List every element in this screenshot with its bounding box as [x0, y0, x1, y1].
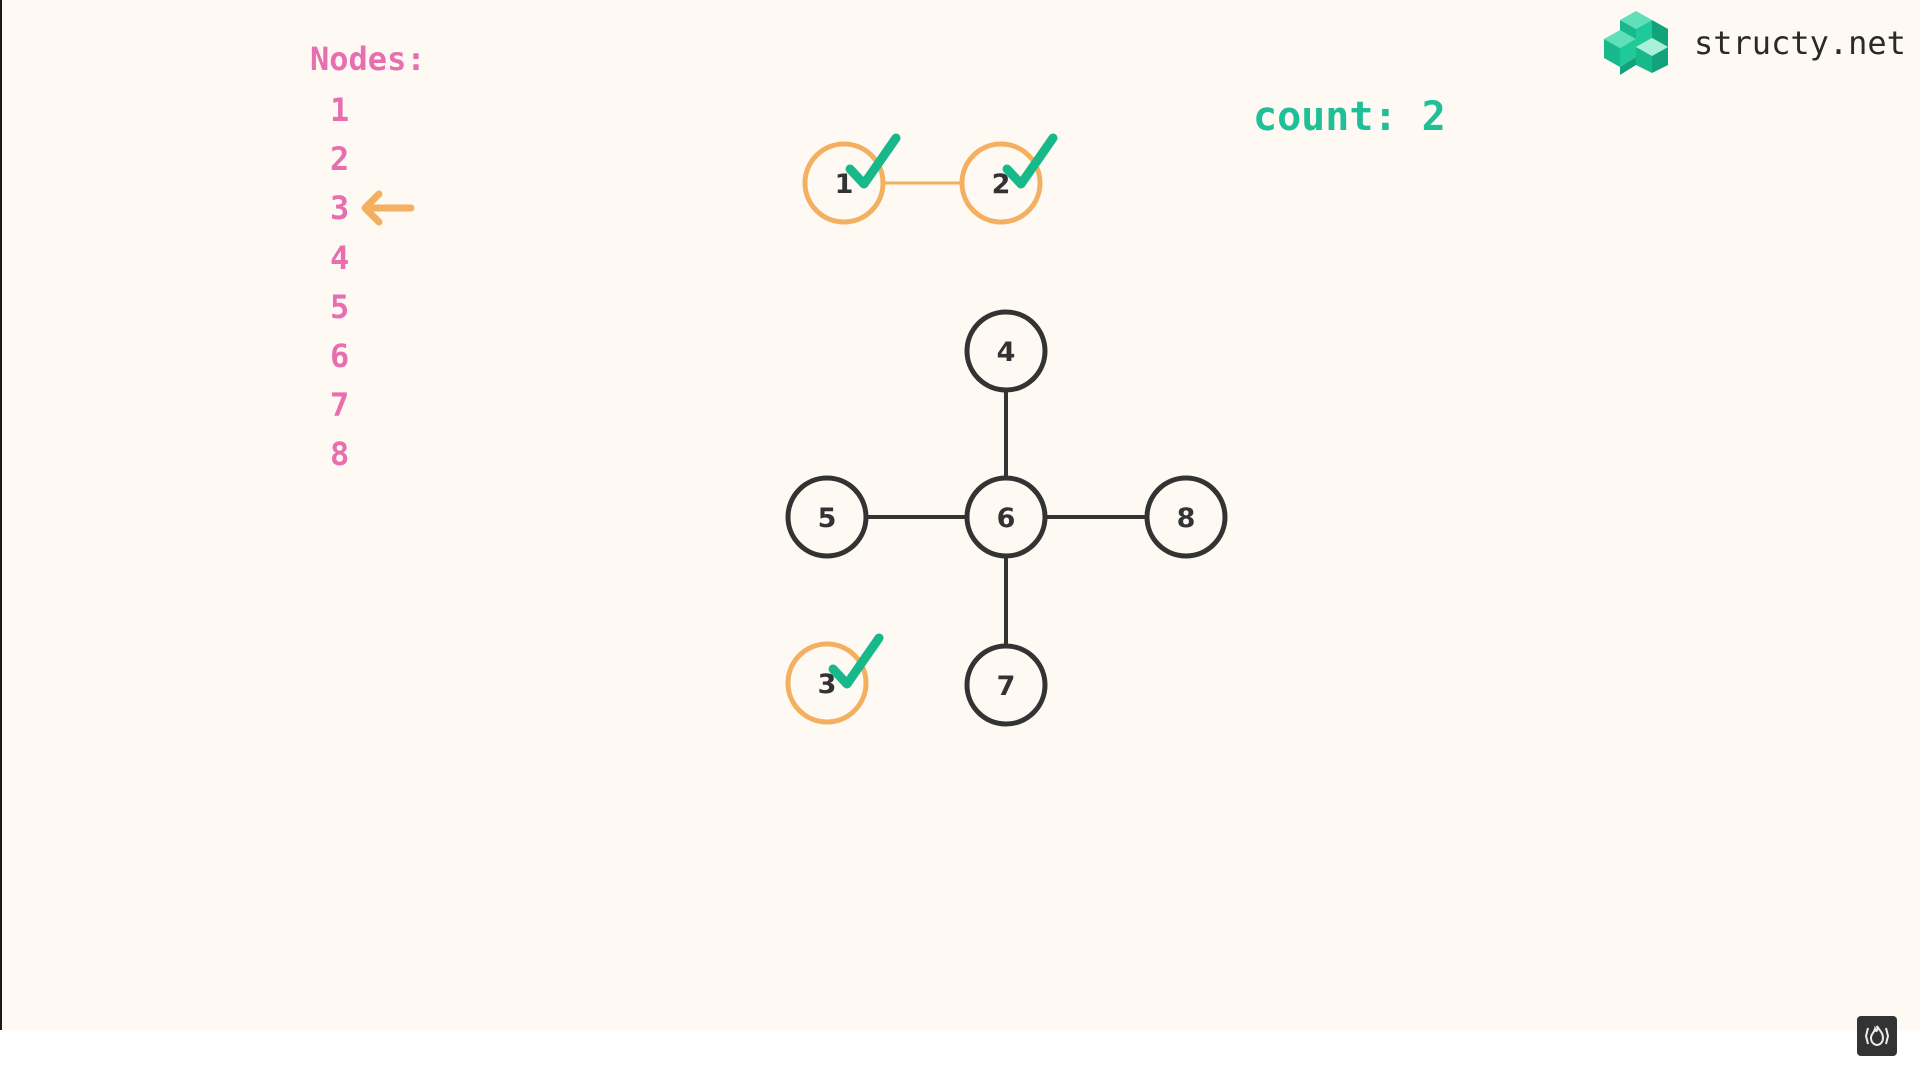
subscribe-badge-icon[interactable]: [1857, 1016, 1897, 1056]
node-circle: [785, 641, 869, 725]
node-label: 5: [818, 503, 837, 534]
nodes-list-item: 1: [330, 91, 350, 129]
current-node-arrow-icon: [361, 190, 415, 226]
nodes-list-item: 3: [330, 189, 350, 228]
node-circle: [802, 141, 886, 225]
node-circle: [785, 475, 869, 559]
left-edge-border: [0, 0, 2, 1030]
nodes-list-item: 8: [330, 435, 350, 474]
nodes-list-item: 4: [330, 238, 350, 277]
fire-icon: [1864, 1025, 1890, 1047]
nodes-list-item: 6: [330, 336, 350, 375]
brand: structy.net: [1600, 8, 1906, 78]
graph-diagram: 1 2 3 4 5 6 7 8: [785, 133, 1228, 727]
graph-node-8: 8: [1144, 475, 1228, 559]
node-label: 4: [997, 337, 1016, 368]
node-label: 7: [997, 671, 1016, 702]
node-circle: [1144, 475, 1228, 559]
graph-node-1: 1: [802, 133, 901, 225]
nodes-list-item: 7: [330, 386, 350, 425]
graph-nodes: 1 2 3 4 5 6 7 8: [785, 133, 1228, 727]
structy-logo-icon: [1604, 11, 1668, 75]
node-circle: [964, 643, 1048, 727]
node-label: 8: [1177, 503, 1196, 534]
node-circle: [964, 309, 1048, 393]
nodes-title: Nodes:: [310, 40, 426, 78]
node-label: 1: [835, 169, 854, 200]
canvas: Nodes: 1 2 3 4 5 6 7 8 count: 2 structy.…: [0, 0, 1920, 1056]
brand-name: structy.net: [1694, 24, 1906, 62]
nodes-list-item: 5: [330, 287, 350, 326]
node-label: 3: [818, 669, 837, 700]
checkmark-icon: [828, 633, 884, 689]
graph-node-7: 7: [964, 643, 1048, 727]
graph-node-6: 6: [964, 475, 1048, 559]
count-label: count: 2: [1253, 94, 1446, 140]
checkmark-icon: [845, 133, 901, 189]
node-label: 6: [997, 503, 1016, 534]
graph-edges: [827, 181, 1186, 685]
checkmark-icon: [1002, 133, 1058, 189]
node-circle: [959, 141, 1043, 225]
nodes-list-item: 2: [330, 140, 350, 179]
graph-node-5: 5: [785, 475, 869, 559]
graph-node-2: 2: [959, 133, 1058, 225]
nodes-list: 1 2 3 4 5 6 7 8: [330, 90, 349, 484]
graph-node-3: 3: [785, 633, 884, 725]
graph-node-4: 4: [964, 309, 1048, 393]
node-label: 2: [992, 169, 1011, 200]
node-circle: [964, 475, 1048, 559]
